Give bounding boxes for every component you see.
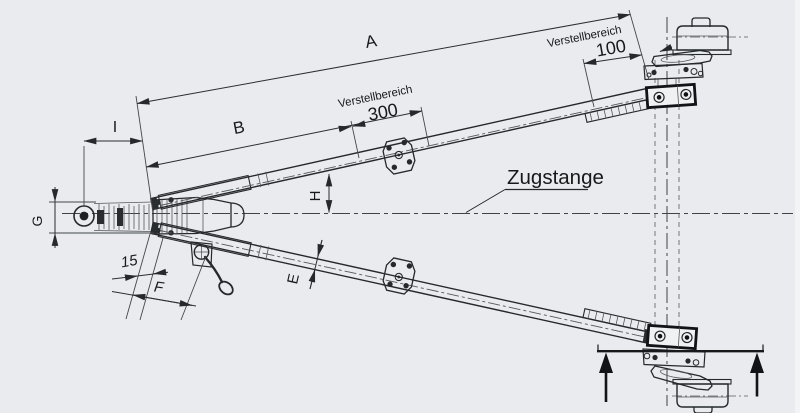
dimension-e: E (284, 239, 325, 290)
swing-arm-top (651, 49, 713, 68)
upper-arm-front-cap (150, 197, 159, 210)
lower-arm-sleeve (157, 222, 252, 258)
dimension-h: H (307, 173, 333, 214)
lower-arm-front-cap (150, 222, 159, 235)
scan-edge (795, 0, 800, 413)
dim-f-label: F (153, 278, 165, 296)
handle-lever (203, 255, 224, 284)
hub-cap-top (691, 17, 711, 27)
axle-assembly-top (643, 17, 732, 110)
dim-g-label: G (29, 216, 45, 227)
dim-h-label: H (307, 191, 324, 202)
hub-drum-bottom (676, 383, 729, 408)
dimension-a: A (136, 13, 673, 105)
axle-mount-plate-top (643, 62, 704, 81)
zugstange-label: Zugstange (507, 166, 604, 189)
drawbar-clamp-bracket-top (644, 82, 698, 110)
drawbar-clamp-bracket-bottom (645, 323, 699, 351)
dimension-b: B (145, 110, 423, 168)
dim-a-label: A (364, 31, 379, 52)
upper-arm-sleeve (157, 174, 252, 210)
support-arrow-left (599, 352, 613, 402)
zugstange-leader (465, 189, 506, 213)
dim-15-label: 15 (120, 252, 140, 272)
dimension-i: I (83, 119, 144, 145)
pivot-bolt (168, 197, 174, 203)
coupling-rib-section (93, 201, 154, 232)
lower-clamp-plate (382, 257, 416, 295)
support-arrow-right (750, 352, 764, 397)
dimension-f: F (111, 278, 197, 307)
dimension-15: 15 (111, 252, 169, 282)
hub-flange-top (672, 49, 732, 56)
handle-loop (218, 280, 234, 296)
dim-e-label: E (284, 272, 303, 286)
swing-arm-bottom (650, 365, 713, 391)
towing-eye-hole (79, 211, 89, 221)
hub-cap-bottom (693, 407, 713, 413)
dim-i-label: I (113, 119, 117, 136)
hub-drum-top (676, 25, 729, 51)
dim-b-label: B (232, 117, 247, 138)
lower-adjustment-ruler (582, 308, 652, 333)
dimension-g: G (29, 187, 59, 248)
axle-assembly-bottom (597, 323, 764, 413)
zugstange-callout: Zugstange (465, 166, 604, 213)
axle-center-pointer (659, 44, 673, 52)
